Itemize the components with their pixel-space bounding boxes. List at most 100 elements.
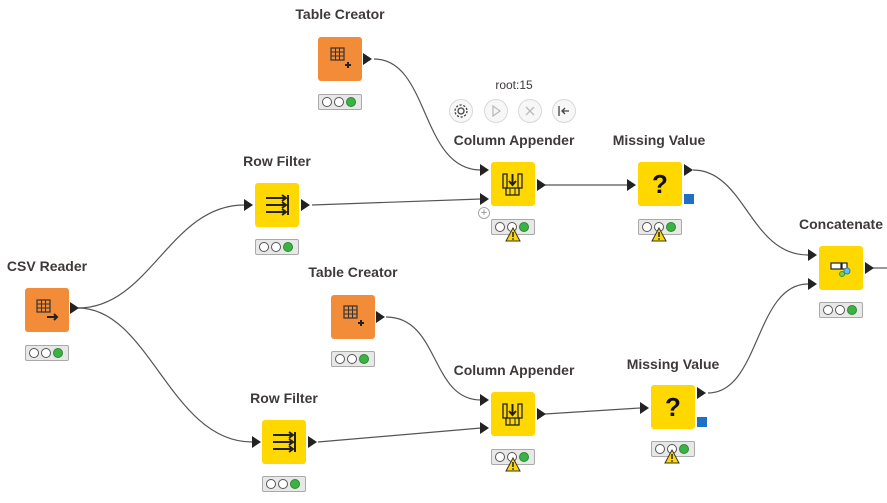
configure-button[interactable]: [449, 99, 473, 123]
warning-icon: [651, 227, 667, 242]
status-light: [271, 242, 281, 252]
connection-csv-rowfilter2: [77, 307, 253, 443]
node-label: Row Filter: [243, 153, 311, 169]
connection-tablecreator1-appender1: [373, 58, 482, 171]
filter-arrows-icon: [266, 194, 289, 216]
node-body[interactable]: ?: [651, 385, 695, 429]
status-light-green: [290, 479, 300, 489]
node-status: [318, 94, 362, 110]
table-plus-icon: [330, 47, 351, 68]
node-label: Table Creator: [308, 264, 398, 280]
table-arrow-icon: [36, 299, 59, 321]
input-port[interactable]: [480, 422, 489, 434]
node-label: Missing Value: [626, 356, 720, 372]
connection-rowfilter1-appender1: [311, 198, 482, 206]
input-port[interactable]: [480, 164, 489, 176]
status-light: [655, 444, 665, 454]
node-label: Column Appender: [453, 362, 575, 378]
input-port[interactable]: [480, 193, 489, 205]
status-light: [266, 479, 276, 489]
connection-missing2-concatenate: [707, 283, 809, 394]
node-body[interactable]: [25, 288, 69, 332]
status-light: [322, 97, 332, 107]
node-status: [255, 239, 299, 255]
status-light: [278, 479, 288, 489]
status-light: [495, 222, 505, 232]
output-port[interactable]: [537, 408, 546, 420]
node-body[interactable]: [331, 295, 375, 339]
input-port[interactable]: [244, 199, 253, 211]
output-port[interactable]: [697, 387, 706, 399]
node-label: CSV Reader: [6, 258, 88, 274]
filter-arrows-icon: [273, 431, 296, 453]
add-port-button[interactable]: +: [478, 207, 490, 219]
output-port[interactable]: [363, 53, 372, 65]
status-light-green: [283, 242, 293, 252]
concatenate-icon: [830, 262, 851, 277]
warning-icon: [664, 449, 680, 464]
node-body[interactable]: [491, 392, 535, 436]
connection-missing1-concatenate: [692, 169, 809, 256]
warning-icon: [505, 457, 521, 472]
status-light: [259, 242, 269, 252]
svg-text:?: ?: [665, 392, 681, 422]
status-light-green: [666, 222, 676, 232]
status-light: [495, 452, 505, 462]
column-append-icon: [502, 403, 523, 426]
input-port[interactable]: [808, 278, 817, 290]
node-body[interactable]: [262, 420, 306, 464]
node-body[interactable]: ?: [638, 162, 682, 206]
status-light: [29, 348, 39, 358]
play-icon: [492, 104, 502, 118]
node-label: Table Creator: [295, 6, 385, 22]
node-body[interactable]: [819, 246, 863, 290]
status-light: [347, 354, 357, 364]
question-icon: ?: [665, 392, 681, 422]
status-light: [335, 354, 345, 364]
output-port[interactable]: [537, 179, 546, 191]
node-label: Concatenate: [798, 216, 884, 232]
status-light-green: [679, 444, 689, 454]
node-body[interactable]: [491, 162, 535, 206]
close-icon: [525, 106, 535, 116]
status-light-green: [359, 354, 369, 364]
node-status: [331, 351, 375, 367]
flow-variable-port[interactable]: [697, 417, 707, 427]
node-label: Missing Value: [612, 132, 706, 148]
status-light-green: [53, 348, 63, 358]
execute-button[interactable]: [484, 99, 508, 123]
svg-text:?: ?: [652, 169, 668, 199]
table-plus-icon: [343, 305, 364, 326]
gear-icon: [454, 104, 468, 118]
connection-csv-rowfilter1: [77, 204, 245, 309]
status-light: [823, 305, 833, 315]
output-port[interactable]: [301, 199, 310, 211]
status-light-green: [519, 452, 529, 462]
input-port[interactable]: [252, 436, 261, 448]
node-status: [25, 345, 69, 361]
output-port[interactable]: [684, 164, 693, 176]
output-port[interactable]: [308, 436, 317, 448]
node-status: [819, 302, 863, 318]
input-port[interactable]: [627, 179, 636, 191]
output-port[interactable]: [865, 262, 874, 274]
input-port[interactable]: [640, 402, 649, 414]
input-port[interactable]: [480, 394, 489, 406]
input-port[interactable]: [808, 249, 817, 261]
flow-variable-port[interactable]: [684, 194, 694, 204]
status-light-green: [519, 222, 529, 232]
output-port[interactable]: [70, 302, 79, 314]
status-light-green: [346, 97, 356, 107]
status-light: [41, 348, 51, 358]
node-body[interactable]: [318, 37, 362, 81]
warning-icon: [505, 227, 521, 242]
node-body[interactable]: [255, 183, 299, 227]
question-icon: ?: [652, 169, 668, 199]
connection-appender2-missing2: [544, 407, 641, 415]
status-light: [334, 97, 344, 107]
cancel-button[interactable]: [518, 99, 542, 123]
node-status: [262, 476, 306, 492]
reset-button[interactable]: [552, 99, 576, 123]
output-port[interactable]: [376, 311, 385, 323]
